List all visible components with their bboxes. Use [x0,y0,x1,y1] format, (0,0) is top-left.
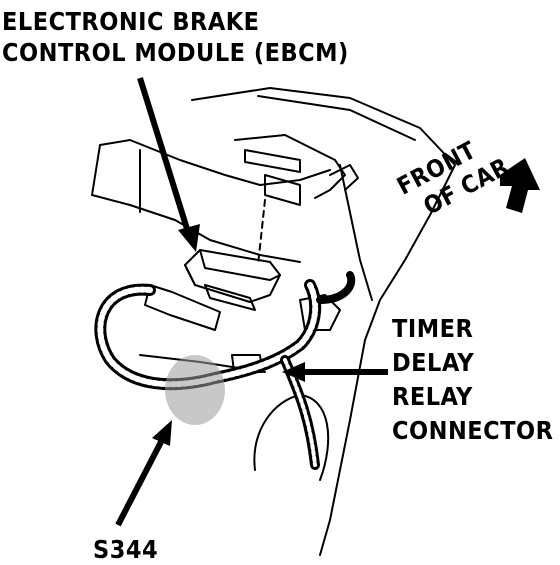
harness-plug [144,284,221,331]
dash-top-edge [257,95,416,141]
upper-ledge-lower [91,144,101,196]
dash-panel [191,87,456,556]
mount-stud [329,164,359,191]
ebcm-label-line1: ELECTRONIC BRAKE [2,7,260,36]
splice-s344-label: S344 [93,535,159,564]
alignment-dash [257,199,266,266]
s344-leader-line [115,438,165,527]
upper-ledge [99,139,331,186]
mount-slot [264,174,301,206]
ebcm-leader-head [178,224,200,252]
timer-leader-head [282,362,305,382]
front-of-car-arrow [500,158,540,213]
ebcm-label: ELECTRONIC BRAKE CONTROL MODULE (EBCM) [2,6,349,68]
timer-delay-relay-connector-label: TIMER DELAY RELAY CONNECTOR [392,312,553,448]
dash-inner-edge [339,164,373,301]
timer-label-line4: CONNECTOR [392,416,554,445]
harness-right [316,271,356,304]
timer-label-line2: DELAY [392,348,475,377]
ebcm-label-line2: CONTROL MODULE (EBCM) [2,38,349,67]
ebcm-connector [204,284,256,311]
s344-leader-head [152,420,172,446]
mount-tabs [244,149,301,173]
ebcm-module [184,249,281,303]
ebcm-face [184,249,281,286]
timer-label-line3: RELAY [392,382,473,411]
relay-body [299,294,341,331]
timer-label-line1: TIMER [392,314,474,343]
mount-bracket [234,134,346,199]
ebcm-leader-line [137,77,191,233]
splice-s344-shading [165,355,225,425]
